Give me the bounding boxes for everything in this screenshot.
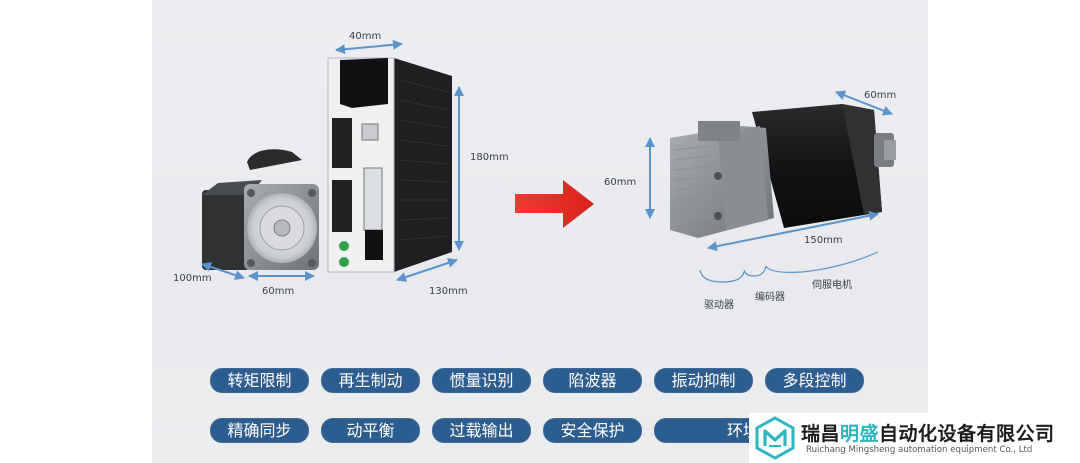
label-new-motor-length: 150mm (804, 235, 843, 246)
feature-regenerative-brake[interactable]: 再生制动 (321, 368, 420, 393)
integrated-servo-motor (670, 104, 896, 238)
feature-inertia-identification[interactable]: 惯量识别 (432, 368, 531, 393)
label-old-motor-length: 100mm (173, 273, 212, 284)
feature-notch-filter[interactable]: 陷波器 (543, 368, 642, 393)
dim-line-old-motor-length (201, 262, 245, 280)
label-part-encoder: 编码器 (755, 292, 785, 303)
label-driver-height: 180mm (470, 152, 509, 163)
feature-safety-protection[interactable]: 安全保护 (543, 418, 642, 443)
brand-mark-icon (755, 416, 795, 460)
label-new-motor-flange: 60mm (864, 90, 897, 101)
label-new-motor-height: 60mm (604, 177, 637, 188)
bracket-driver (699, 269, 745, 283)
red-arrow (515, 180, 594, 228)
feature-precise-sync[interactable]: 精确同步 (210, 418, 309, 443)
dim-line-new-motor-length (707, 210, 879, 252)
dim-line-new-motor-flange (835, 90, 893, 116)
feature-overload-output[interactable]: 过载输出 (432, 418, 531, 443)
label-old-motor-flange: 60mm (262, 286, 295, 297)
servo-driver (327, 57, 452, 273)
old-servo-motor (202, 149, 319, 270)
brand-logo: 瑞昌明盛自动化设备有限公司 Ruichang Mingsheng automat… (749, 413, 1080, 463)
label-driver-width: 40mm (349, 31, 382, 42)
label-driver-depth: 130mm (429, 286, 468, 297)
feature-torque-limit[interactable]: 转矩限制 (210, 368, 309, 393)
dim-line-driver-width (335, 39, 403, 55)
bracket-encoder (743, 265, 767, 277)
product-comparison-panel: 40mm 180mm 130mm 100mm 60mm 60mm 60mm 15… (152, 0, 928, 463)
feature-vibration-suppression[interactable]: 振动抑制 (654, 368, 753, 393)
feature-dynamic-balance[interactable]: 动平衡 (321, 418, 420, 443)
label-part-driver: 驱动器 (704, 300, 734, 311)
dim-line-driver-depth (396, 258, 458, 282)
label-part-servo-motor: 伺服电机 (812, 280, 852, 291)
brand-english-name: Ruichang Mingsheng automation equipment … (806, 445, 1033, 455)
product-illustration (201, 39, 896, 283)
brand-name: 瑞昌明盛自动化设备有限公司 (801, 423, 1055, 445)
feature-multi-stage-control[interactable]: 多段控制 (765, 368, 864, 393)
bracket-servo-motor (765, 251, 879, 273)
